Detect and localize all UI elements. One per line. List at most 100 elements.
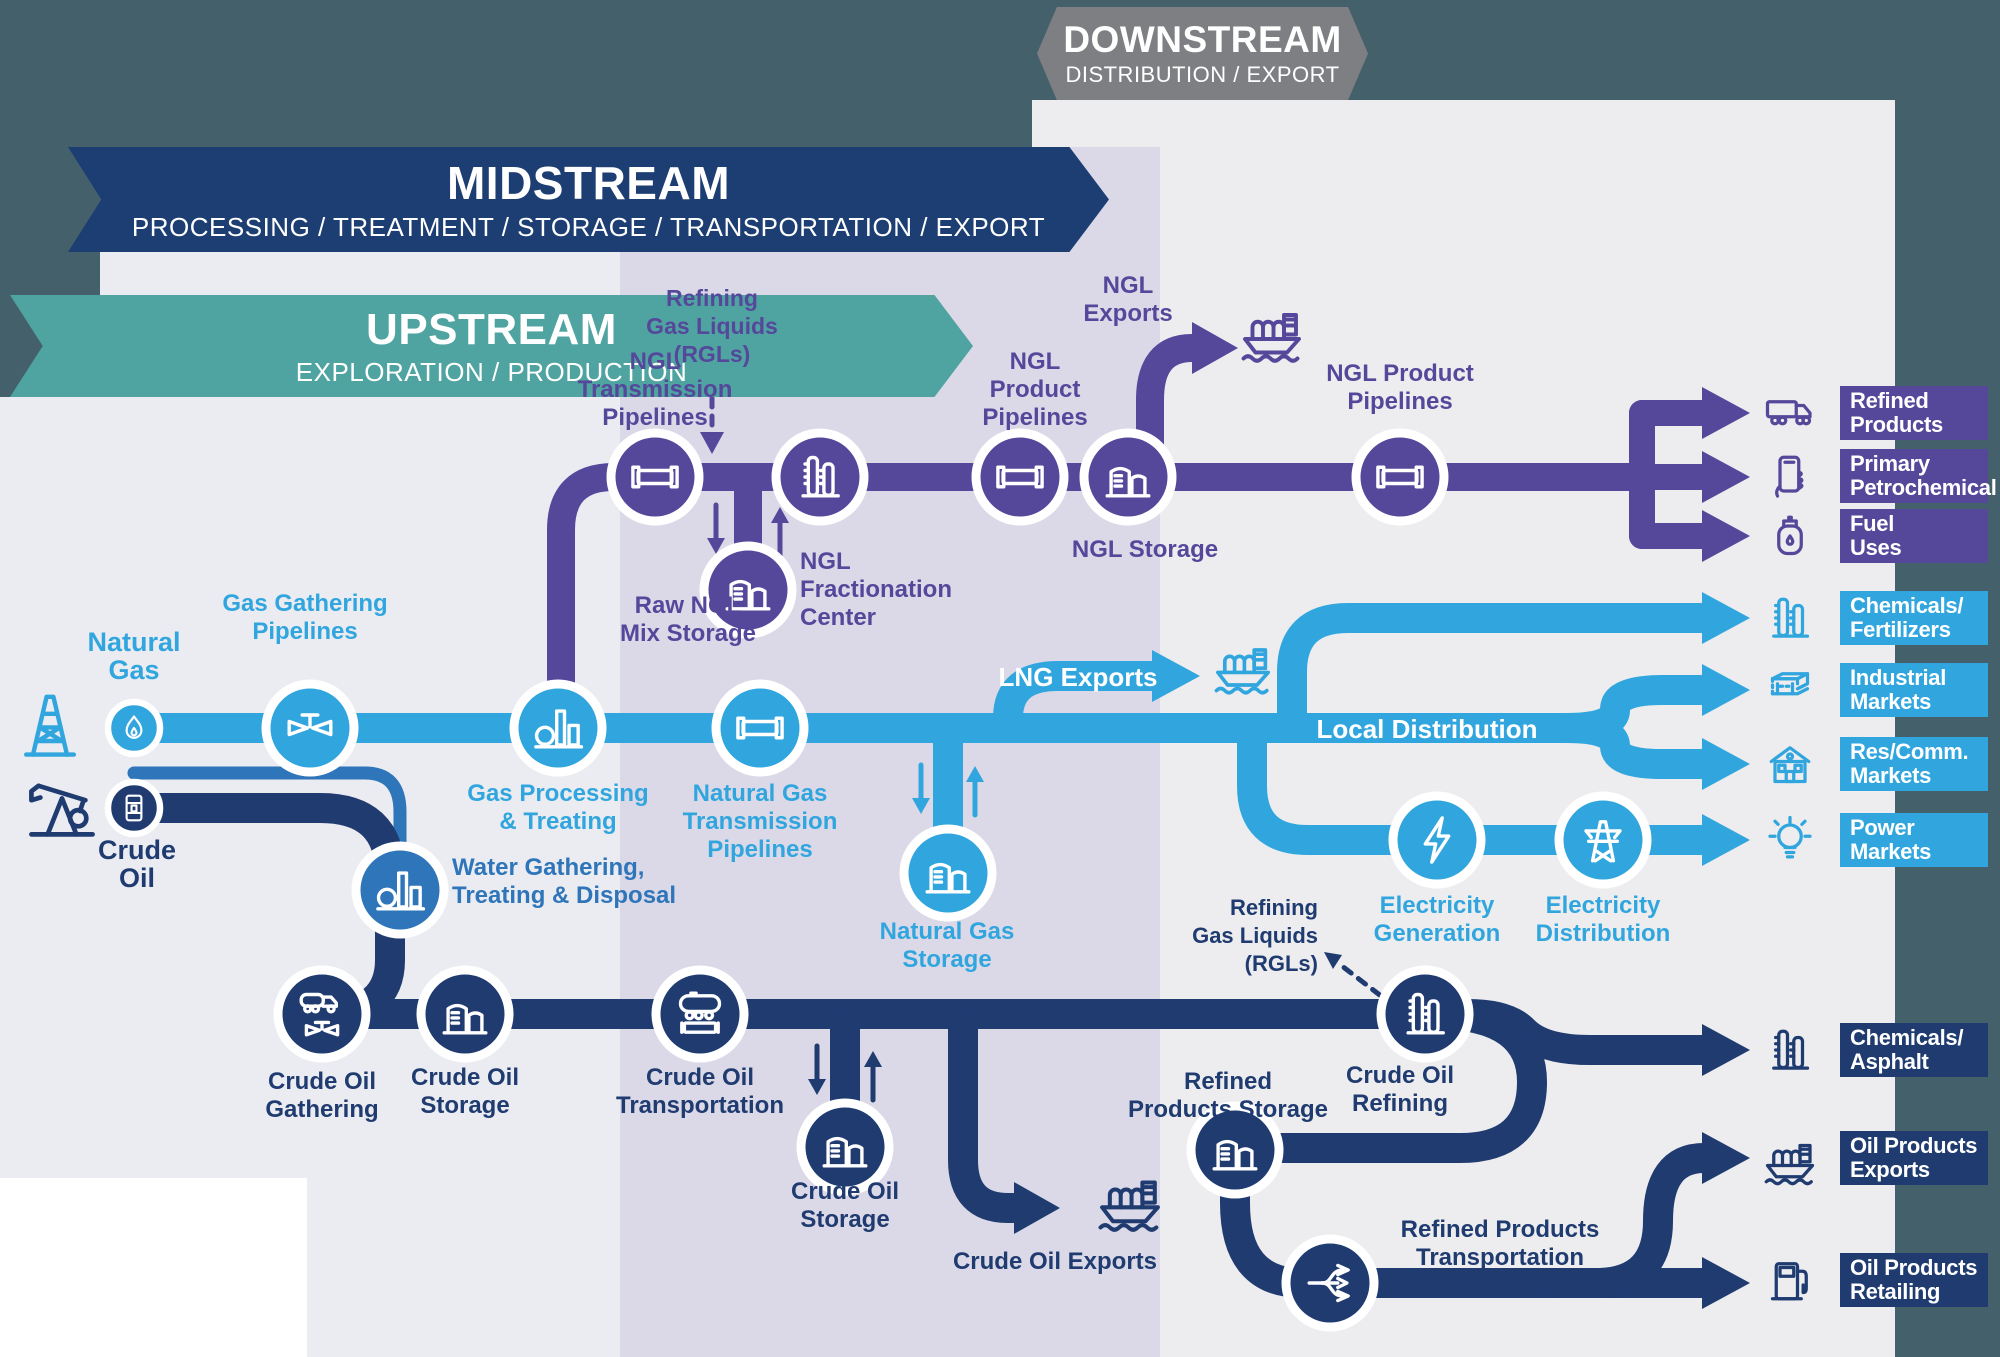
electricity-generation-node: [1388, 791, 1486, 889]
crude-oil-storage-2-node-icon: [822, 1136, 868, 1168]
res-comm-markets-icon: [1769, 746, 1811, 784]
ngl-product-pipelines-down-label: NGL Product Pipelines: [1326, 360, 1474, 415]
pumpjack-icon: [29, 783, 95, 837]
ngl-transmission-pipelines-node: [606, 428, 704, 526]
ng-storage-label: Natural Gas Storage: [879, 918, 1015, 973]
water-gathering-label: Water Gathering, Treating & Disposal: [452, 854, 677, 909]
natural-gas-flame-badge: [104, 698, 164, 758]
ngl-pipes: [547, 334, 1717, 720]
ngl-product-pipelines-mid-node-icon: [996, 465, 1044, 489]
crude-oil-barrel-badge-icon: [125, 794, 143, 822]
oil-products-retailing-box: Oil Products Retailing: [1840, 1253, 1988, 1307]
raw-ngl-mix-storage-node-icon: [725, 579, 771, 611]
water-pipe: [127, 766, 407, 897]
crude-oil-barrel-badge: [104, 778, 164, 838]
natural-gas-pipes: [119, 603, 1719, 860]
primary-petrochemical-box: Primary Petrochemical: [1840, 449, 1997, 503]
fuel-uses-icon: [1777, 515, 1803, 556]
nodes-layer: [104, 428, 1652, 1332]
crude-oil-source-label: Crude Oil: [97, 835, 177, 893]
refined-products-transportation-label: Refined Products Transportation: [1400, 1216, 1600, 1271]
ngl-fractionation-center-label: NGL Fractionation Center: [800, 548, 953, 631]
gas-processing-treating-label: Gas Processing & Treating: [467, 780, 649, 835]
industrial-markets-box: Industrial Markets: [1840, 663, 1988, 717]
ngl-transmission-pipelines-label: NGL Transmission Pipelines: [577, 348, 733, 431]
ngl-exports-label: NGL Exports: [1083, 272, 1173, 327]
gas-gathering-pipelines-node: [261, 679, 359, 777]
power-markets-icon: [1768, 815, 1812, 859]
oil-products-exports-icon: [1764, 1143, 1815, 1186]
ng-storage-node: [899, 824, 997, 922]
lng-exports-ship-icon: [1214, 648, 1271, 695]
chemicals-asphalt-box: Chemicals/ Asphalt: [1840, 1023, 1988, 1077]
ngl-storage-node: [1079, 428, 1177, 526]
downstream-title: DOWNSTREAM: [1063, 19, 1342, 60]
ngl-fractionation-center-node-icon: [801, 455, 840, 498]
crude-oil-gathering-node-icon: [299, 992, 340, 1037]
res-comm-markets-box: Res/Comm. Markets: [1840, 737, 1988, 791]
electricity-distribution-node: [1554, 791, 1652, 889]
ngl-storage-node-icon: [1105, 466, 1151, 498]
ngl-transmission-pipelines-node-icon: [631, 465, 679, 489]
crude-oil-gathering-label: Crude Oil Gathering: [265, 1068, 379, 1123]
refined-products-transportation-node: [1281, 1234, 1379, 1332]
crude-oil-refining-node-icon: [1406, 992, 1445, 1035]
electricity-generation-label: Electricity Generation: [1373, 892, 1501, 947]
standalone-icons-layer: [23, 313, 1815, 1301]
crude-oil-storage-2-node: [796, 1098, 894, 1196]
ngl-fractionation-center-node: [771, 428, 869, 526]
industrial-markets-icon: [1770, 672, 1810, 696]
ngl-product-pipelines-down-node: [1351, 428, 1449, 526]
refined-products-storage-node-icon: [1212, 1139, 1258, 1171]
refining-gas-liquids-top-label: Refining Gas Liquids (RGLs): [646, 285, 778, 367]
crude-oil-refining-node: [1376, 965, 1474, 1063]
refining-gas-liquids-bottom-label: Refining Gas Liquids (RGLs): [1192, 895, 1318, 976]
upstream-subtitle: EXPLORATION / PRODUCTION: [295, 356, 688, 387]
water-gathering-node-icon: [376, 871, 426, 911]
gas-gathering-pipelines-label: Gas Gathering Pipelines: [222, 590, 388, 645]
ngl-product-pipelines-mid-label: NGL Product Pipelines: [982, 348, 1088, 431]
chemicals-fertilizers-icon: [1772, 597, 1810, 638]
crude-oil-storage-1-label: Crude Oil Storage: [410, 1064, 520, 1119]
electricity-generation-node-icon: [1423, 816, 1451, 864]
chemicals-fertilizers-box: Chemicals/ Fertilizers: [1840, 591, 1988, 645]
local-distribution-label: Local Distribution: [1316, 714, 1538, 744]
refined-products-box: Refined Products: [1840, 386, 1988, 440]
crude-oil-storage-1-node: [416, 965, 514, 1063]
stub-arrows: [707, 502, 984, 1103]
gas-processing-treating-node-icon: [534, 709, 584, 749]
ngl-product-pipelines-mid-node: [971, 428, 1069, 526]
raw-ngl-mix-storage-label: Raw NGL Mix Storage: [619, 592, 757, 647]
refined-products-icon: [1765, 400, 1812, 426]
gas-processing-treating-node: [509, 679, 607, 777]
legend: Natural GasCrude OilNGLWater: [0, 1178, 307, 1357]
ng-transmission-pipelines-node-icon: [736, 716, 784, 740]
downstream-banner: DOWNSTREAM DISTRIBUTION / EXPORT: [1037, 7, 1368, 100]
downstream-subtitle: DISTRIBUTION / EXPORT: [1065, 62, 1340, 87]
natural-gas-source-label: Natural Gas: [87, 627, 181, 685]
fuel-uses-box: Fuel Uses: [1840, 509, 1988, 563]
crude-oil-gathering-node: [273, 965, 371, 1063]
crude-oil-exports-ship-icon: [1098, 1180, 1160, 1232]
refined-products-transportation-node-icon: [1307, 1263, 1350, 1303]
ng-storage-node-icon: [925, 862, 971, 894]
crude-oil-transportation-node: [651, 965, 749, 1063]
upstream-title: UPSTREAM: [366, 304, 617, 354]
natural-gas-flame-badge-icon: [125, 715, 143, 739]
upstream-banner: UPSTREAM EXPLORATION / PRODUCTION: [10, 295, 973, 397]
gas-gathering-pipelines-node-icon: [287, 713, 333, 737]
crude-oil-transportation-label: Crude Oil Transportation: [615, 1064, 785, 1119]
ngl-product-pipelines-down-node-icon: [1376, 465, 1424, 489]
electricity-distribution-node-icon: [1584, 820, 1622, 863]
electricity-distribution-label: Electricity Distribution: [1535, 892, 1671, 947]
ng-transmission-pipelines-label: Natural Gas Transmission Pipelines: [682, 780, 838, 863]
water-gathering-node: [351, 841, 449, 939]
crude-oil-refining-label: Crude Oil Refining: [1345, 1062, 1455, 1117]
refined-products-storage-node: [1186, 1101, 1284, 1199]
primary-petrochemical-icon: [1775, 455, 1804, 498]
oil-products-exports-box: Oil Products Exports: [1840, 1131, 1988, 1185]
refined-products-storage-label: Refined Products Storage: [1127, 1068, 1329, 1123]
lng-exports-label: LNG Exports: [998, 662, 1158, 692]
arrowheads: [1014, 322, 1750, 1309]
